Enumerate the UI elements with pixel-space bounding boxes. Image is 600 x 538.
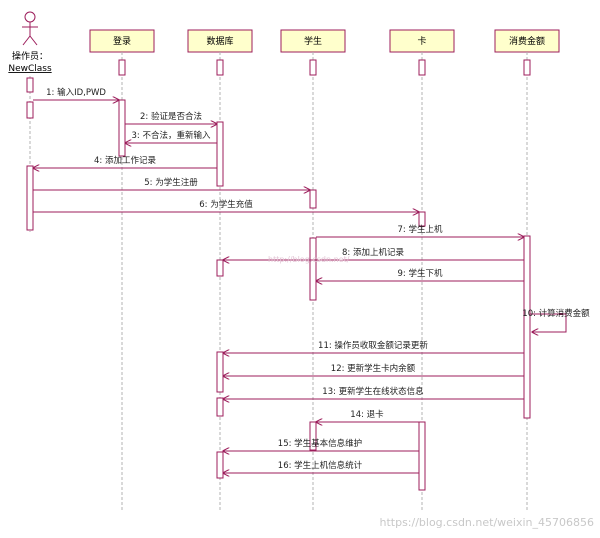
activation-login	[118, 99, 126, 157]
watermark-corner: https://blog.csdn.net/weixin_45706856	[379, 516, 594, 529]
activation-db	[216, 397, 224, 417]
message-label: 15: 学生基本信息维护	[278, 438, 362, 449]
activation-db	[216, 121, 224, 187]
self-message-arrow	[530, 313, 567, 332]
activation-db	[216, 451, 224, 479]
message-label: 1: 输入ID,PWD	[46, 87, 106, 98]
message-label: 16: 学生上机信息统计	[278, 460, 363, 471]
message-label: 13: 更新学生在线状态信息	[322, 386, 424, 397]
activation-stub	[523, 59, 531, 76]
message-7: 7: 学生上机	[316, 224, 524, 237]
watermark-center: http://blog.csdn.net/	[268, 255, 350, 264]
actor-figure-icon	[22, 11, 38, 46]
activation-student	[309, 189, 317, 209]
actor-name-line2: NewClass	[8, 64, 52, 74]
activation-consume	[523, 235, 531, 419]
lifeline-label: 卡	[417, 35, 426, 47]
message-4: 4: 添加工作记录	[33, 155, 217, 168]
message-label: 3: 不合法，重新输入	[132, 130, 211, 141]
message-label: 7: 学生上机	[398, 224, 443, 235]
activation-student	[309, 421, 317, 451]
activation-actor	[26, 101, 34, 119]
message-label: 6: 为学生充值	[199, 199, 253, 210]
activation-stub	[418, 59, 426, 76]
lifeline-label: 数据库	[206, 35, 233, 47]
message-2: 2: 验证是否合法	[125, 111, 217, 124]
message-13: 13: 更新学生在线状态信息	[223, 386, 524, 399]
activation-stub	[309, 59, 317, 76]
lifeline-header-student: 学生	[280, 29, 346, 53]
message-14: 14: 退卡	[316, 409, 419, 422]
message-15: 15: 学生基本信息维护	[223, 438, 419, 451]
message-1: 1: 输入ID,PWD	[33, 87, 119, 100]
message-label: 12: 更新学生卡内余额	[331, 363, 416, 374]
lifeline-header-consume: 消费金额	[494, 29, 560, 53]
lifeline-label: 消费金额	[509, 35, 545, 47]
message-8: 8: 添加上机记录	[223, 247, 524, 260]
message-11: 11: 操作员收取金额记录更新	[223, 340, 524, 353]
message-9: 9: 学生下机	[316, 268, 524, 281]
message-10: 10: 计算消费金额	[522, 308, 590, 332]
lifeline-label: 登录	[113, 36, 131, 47]
activation-student	[309, 237, 317, 301]
message-6: 6: 为学生充值	[33, 199, 419, 212]
message-label: 9: 学生下机	[398, 268, 443, 279]
message-5: 5: 为学生注册	[33, 177, 310, 190]
activation-stub	[118, 59, 126, 76]
activation-db	[216, 259, 224, 277]
activation-db	[216, 351, 224, 393]
message-label: 10: 计算消费金额	[522, 308, 590, 319]
message-16: 16: 学生上机信息统计	[223, 460, 419, 473]
message-label: 11: 操作员收取金额记录更新	[318, 340, 428, 351]
message-label: 14: 退卡	[350, 409, 384, 420]
lifeline-label: 学生	[304, 35, 322, 47]
activation-stub	[216, 59, 224, 76]
lifeline-headers: 登录 数据库 学生 卡 消费金额	[89, 29, 560, 53]
lifeline-header-login: 登录	[89, 29, 155, 53]
message-label: 2: 验证是否合法	[140, 111, 202, 122]
messages: 1: 输入ID,PWD 2: 验证是否合法 3: 不合法，重新输入 4: 添加工作记录…	[33, 87, 590, 473]
message-3: 3: 不合法，重新输入	[125, 130, 217, 143]
activation-card	[418, 211, 426, 227]
actor-name-line1: 操作员：	[12, 50, 48, 62]
activation-card	[418, 421, 426, 491]
activation-actor	[26, 165, 34, 231]
lifeline-header-card: 卡	[389, 29, 455, 53]
message-label: 4: 添加工作记录	[94, 155, 156, 166]
message-label: 8: 添加上机记录	[342, 247, 404, 258]
message-label: 5: 为学生注册	[144, 177, 198, 188]
lifeline-header-db: 数据库	[187, 29, 253, 53]
activation-actor	[26, 77, 34, 93]
message-12: 12: 更新学生卡内余额	[223, 363, 524, 376]
activation-bars	[26, 59, 531, 491]
actor: 操作员： NewClass	[8, 11, 52, 74]
